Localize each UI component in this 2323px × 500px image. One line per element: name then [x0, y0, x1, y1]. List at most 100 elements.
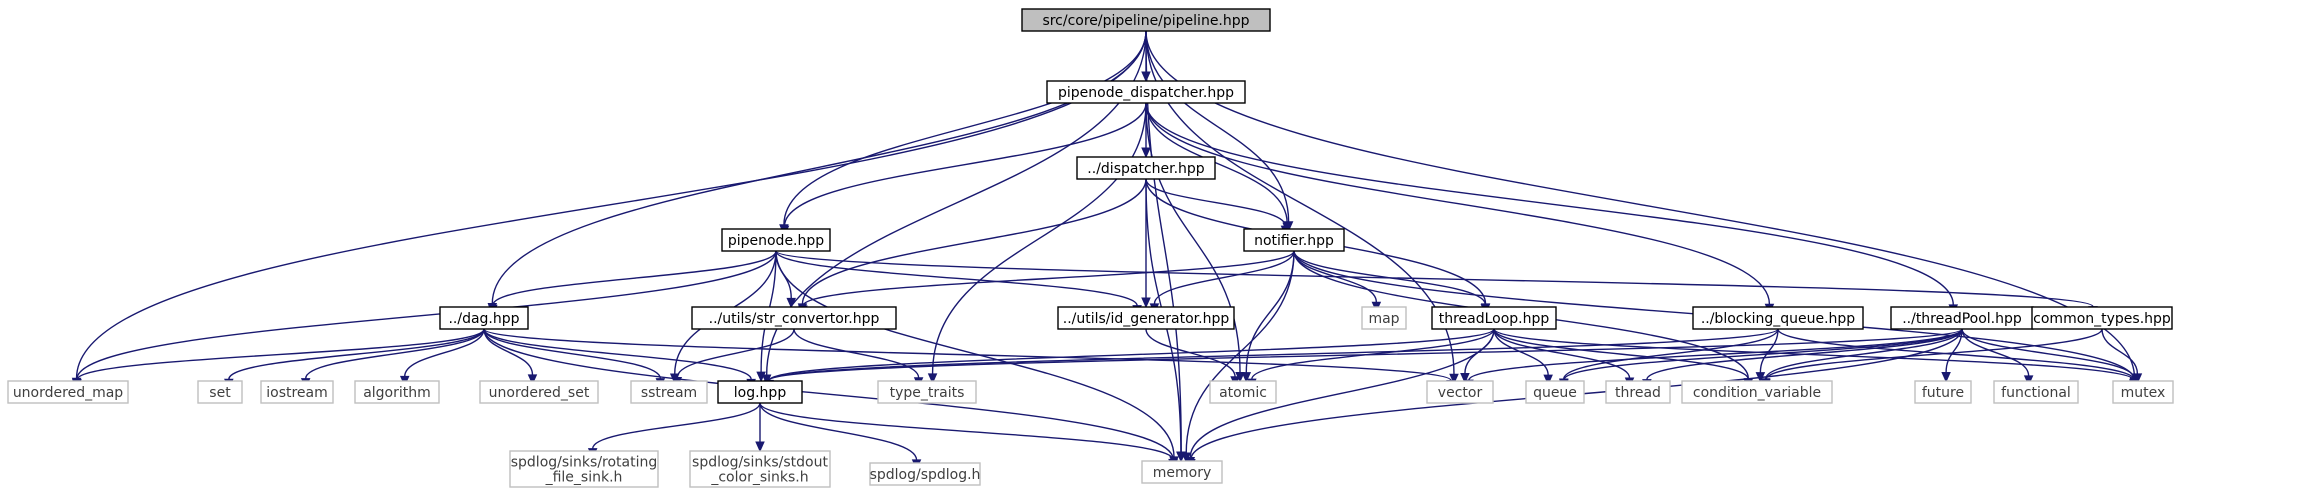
edge-line: [801, 178, 1147, 304]
node-mutex: mutex: [2112, 380, 2174, 404]
node-blocking-queue[interactable]: ../blocking_queue.hpp: [1692, 306, 1864, 330]
edge-arrowhead: [1449, 373, 1459, 385]
node-set: set: [197, 380, 243, 404]
edge-line: [676, 328, 795, 378]
edge-line: [1961, 328, 2136, 379]
node-condition-variable: condition_variable: [1681, 380, 1833, 404]
edge-dag-to-sstream: [483, 328, 666, 389]
edge-arrowhead: [1460, 372, 1470, 384]
node-box: [1605, 380, 1671, 404]
node-common-types[interactable]: common_types.hpp: [2031, 306, 2173, 330]
node-id-generator[interactable]: ../utils/id_generator.hpp: [1057, 306, 1235, 330]
node-sstream: sstream: [630, 380, 708, 404]
node-label: iostream: [266, 385, 328, 401]
edge-line: [768, 328, 1963, 382]
node-label-line: unordered_set: [489, 385, 590, 401]
node-box: [1692, 306, 1864, 330]
edge-line: [483, 328, 1174, 460]
node-box: [197, 380, 243, 404]
node-box: [1525, 380, 1585, 404]
edge-arrowhead: [1241, 372, 1252, 383]
node-label-line: mutex: [2121, 385, 2166, 401]
node-pipeline[interactable]: src/core/pipeline/pipeline.hpp: [1021, 8, 1271, 32]
node-algorithm: algorithm: [354, 380, 440, 404]
edge-arrowhead: [755, 441, 765, 453]
node-label-line: queue: [1533, 385, 1577, 401]
edge-line: [1777, 328, 2135, 381]
edge-line: [404, 328, 485, 377]
edge-line: [1153, 250, 1295, 304]
edge-common_types-to-condition_variable: [1761, 328, 2103, 390]
node-str-convertor[interactable]: ../utils/str_convertor.hpp: [691, 306, 897, 330]
edge-line: [1493, 328, 1749, 380]
node-label-line: ../blocking_queue.hpp: [1701, 311, 1855, 327]
edge-line: [768, 328, 1779, 382]
edge-line: [228, 328, 485, 380]
node-queue: queue: [1525, 380, 1585, 404]
edge-pipeline-to-unordered_map: [71, 30, 1147, 389]
node-dispatcher[interactable]: ../dispatcher.hpp: [1076, 156, 1216, 180]
node-notifier[interactable]: notifier.hpp: [1243, 228, 1345, 252]
node-box: [260, 380, 334, 404]
node-label-line: ../dag.hpp: [448, 311, 519, 327]
edge-line: [1145, 102, 1241, 373]
node-log[interactable]: log.hpp: [717, 380, 803, 404]
edge-arrowhead: [1543, 374, 1553, 386]
edge-line: [2101, 328, 2139, 374]
edge-pipeline-to-notifier: [1145, 30, 1294, 233]
edge-line: [1468, 328, 1963, 381]
edge-line: [76, 328, 485, 381]
node-label: ../utils/id_generator.hpp: [1063, 311, 1230, 327]
node-label: map: [1368, 311, 1399, 327]
edge-line: [1145, 30, 1290, 222]
node-box: [877, 380, 977, 404]
node-box: [869, 462, 981, 486]
edge-line: [1961, 328, 2030, 376]
node-label: ../dag.hpp: [448, 311, 519, 327]
edge-dag-to-set: [224, 328, 485, 390]
node-label: condition_variable: [1693, 385, 1821, 401]
edge-line: [1563, 328, 1963, 381]
edge-log-to-stdout: [755, 402, 765, 453]
node-label: spdlog/sinks/rotating_file_sink.h: [511, 455, 658, 486]
edge-pipenode_dispatcher-to-blocking_queue: [1145, 102, 1775, 315]
node-label: unordered_set: [489, 385, 590, 401]
edge-line: [1493, 328, 1549, 376]
node-label-line: algorithm: [363, 385, 431, 401]
edge-line: [1145, 102, 1771, 305]
node-label: mutex: [2121, 385, 2166, 401]
node-dag[interactable]: ../dag.hpp: [439, 306, 529, 330]
node-map: map: [1361, 306, 1407, 330]
edge-arrowhead: [1941, 372, 1951, 383]
node-functional: functional: [1993, 380, 2079, 404]
node-box: [1243, 228, 1345, 252]
edge-line: [483, 328, 534, 375]
node-label-line: common_types.hpp: [2033, 311, 2171, 327]
node-label: threadLoop.hpp: [1439, 311, 1550, 327]
node-pipenode-dispatcher[interactable]: pipenode_dispatcher.hpp: [1046, 80, 1246, 104]
edge-line: [759, 402, 918, 461]
edge-line: [783, 30, 1147, 225]
node-label: algorithm: [363, 385, 431, 401]
edge-line: [483, 328, 662, 379]
edge-dispatcher-to-notifier: [1145, 178, 1291, 237]
node-label-line: iostream: [266, 385, 328, 401]
edge-line: [775, 250, 1175, 457]
edge-arrowhead: [786, 297, 797, 309]
node-threadPool[interactable]: ../threadPool.hpp: [1890, 306, 2034, 330]
node-label: ../blocking_queue.hpp: [1701, 311, 1855, 327]
node-threadLoop[interactable]: threadLoop.hpp: [1431, 306, 1557, 330]
edge-dag-to-iostream: [300, 328, 485, 389]
edge-line: [1493, 328, 2135, 381]
edge-threadPool-to-mutex: [1961, 328, 2140, 389]
edge-line: [775, 250, 1138, 306]
edge-line: [1765, 328, 2103, 380]
edge-line: [1464, 328, 1495, 374]
node-atomic: atomic: [1209, 380, 1277, 404]
node-label: pipenode_dispatcher.hpp: [1058, 85, 1234, 101]
node-label: thread: [1615, 385, 1661, 401]
edge-line: [1145, 30, 1182, 453]
node-thread: thread: [1605, 380, 1671, 404]
node-pipenode[interactable]: pipenode.hpp: [721, 228, 831, 252]
edge-line: [1646, 328, 1963, 380]
